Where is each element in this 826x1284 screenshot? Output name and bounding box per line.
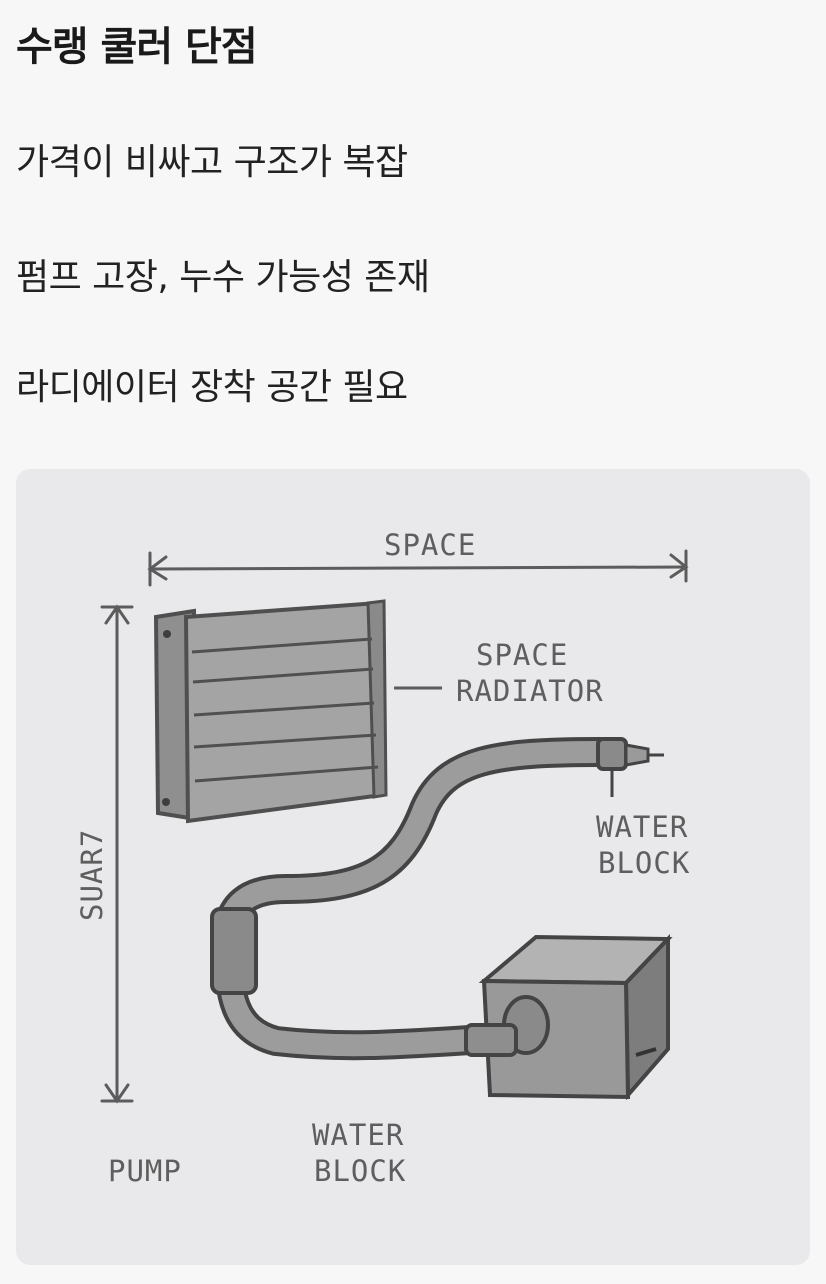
drawback-item-price: 가격이 비싸고 구조가 복잡 (16, 142, 408, 183)
drawback-item-leak: 펌프 고장, 누수 가능성 존재 (16, 257, 430, 298)
space-radiator-label-2: RADIATOR (456, 674, 604, 708)
page-title: 수랭 쿨러 단점 (16, 24, 258, 70)
radiator-shape (153, 599, 388, 824)
coolant-tube (216, 741, 611, 1057)
water-cooler-illustration: SPACE SUAR7 SPACE RADI (16, 469, 810, 1265)
space-radiator-label-1: SPACE (476, 638, 568, 672)
height-dimension-arrow (100, 604, 134, 1104)
drawback-item-space: 라디에이터 장착 공간 필요 (16, 367, 408, 408)
tube-fitting (596, 737, 664, 797)
space-top-label: SPACE (384, 528, 476, 562)
pump-label: PUMP (108, 1154, 182, 1188)
water-block-right-label-1: WATER (596, 810, 688, 844)
sketch-drawing: SPACE SUAR7 SPACE RADI (75, 528, 690, 1188)
tube-sleeve (210, 907, 258, 995)
side-label: SUAR7 (75, 829, 109, 921)
water-block-bottom-label-1: WATER (312, 1118, 404, 1152)
space-dimension-arrow (147, 549, 689, 587)
water-block-right-label-2: BLOCK (598, 846, 690, 880)
pump-box (464, 934, 673, 1101)
water-block-bottom-label-2: BLOCK (314, 1154, 406, 1188)
